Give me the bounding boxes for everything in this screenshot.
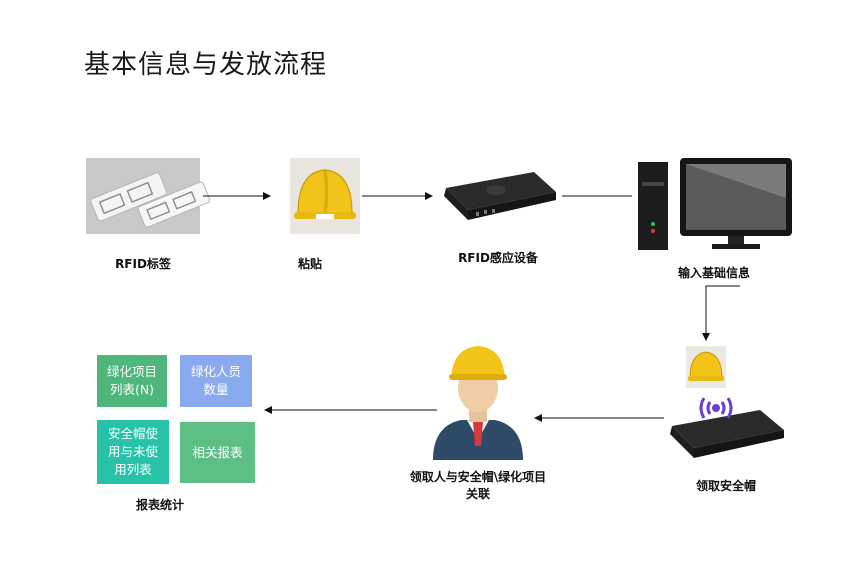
rfid-reader-graphic (444, 172, 556, 220)
worker-graphic (433, 346, 523, 460)
label-paste: 粘贴 (297, 257, 322, 271)
rfid-tag-graphic (86, 158, 211, 234)
helmet-image (290, 158, 360, 234)
rfid-reader-receive-image (664, 392, 786, 466)
rfid-reader-image (436, 166, 558, 222)
report-tile-related: 相关报表 (180, 422, 255, 483)
rfid-tag-image (86, 158, 211, 234)
report-helmet-usage-line2: 用与未使 (107, 444, 158, 459)
helmet-graphic (290, 158, 360, 234)
label-rfid-tag: RFID标签 (115, 257, 171, 271)
report-project-list-line2: 列表(N) (109, 382, 155, 397)
report-related-line1: 相关报表 (192, 444, 243, 460)
desktop-computer-image (636, 158, 794, 252)
report-helmet-usage-line1: 安全帽使 (107, 426, 158, 441)
label-rfid-device: RFID感应设备 (458, 251, 538, 265)
label-input-info: 输入基础信息 (677, 266, 750, 280)
wireless-signal-icon (699, 397, 733, 419)
report-helmet-usage-line3: 用列表 (114, 462, 152, 477)
report-staff-count-line2: 数量 (203, 382, 229, 397)
helmet-small-image (686, 346, 726, 388)
report-tile-helmet-usage: 安全帽使用与未使用列表 (97, 420, 169, 484)
arrow-computer-to-receive (702, 285, 740, 341)
helmet-small-graphic (686, 346, 726, 388)
label-receive-helmet: 领取安全帽 (695, 479, 756, 493)
report-tile-staff-count: 绿化人员数量 (180, 355, 252, 407)
worker-avatar (431, 342, 525, 460)
report-tile-project-list: 绿化项目列表(N) (97, 355, 167, 407)
report-staff-count-line1: 绿化人员 (190, 364, 241, 379)
computer-graphic (638, 158, 792, 250)
label-report-stats: 报表统计 (135, 498, 184, 512)
report-project-list-line1: 绿化项目 (106, 364, 157, 379)
rfid-reader-receive-graphic (670, 397, 784, 458)
label-associate-line2: 关联 (465, 487, 490, 501)
page-title: 基本信息与发放流程 (84, 50, 328, 80)
label-associate-line1: 领取人与安全帽\绿化项目 (409, 470, 547, 484)
